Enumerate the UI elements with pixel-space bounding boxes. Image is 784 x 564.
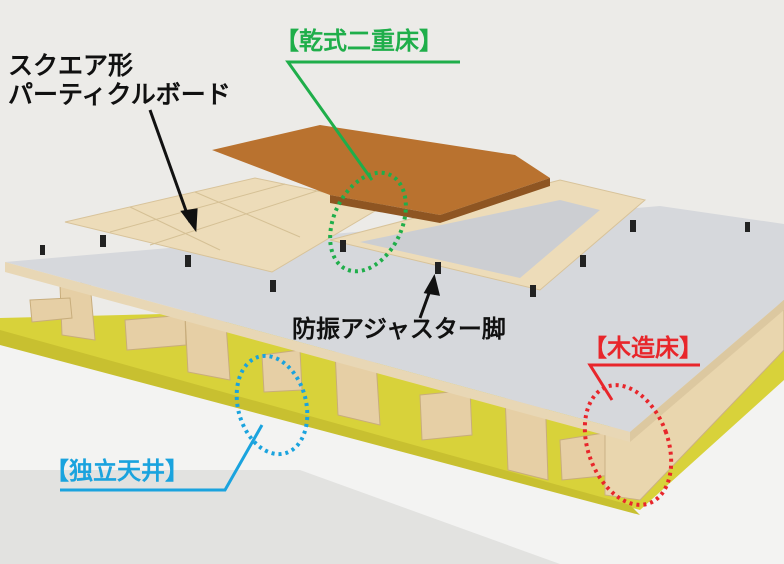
ceiling-shadow <box>0 470 560 564</box>
insulation-front <box>0 330 640 515</box>
dry-floor-highlight-circle <box>328 170 408 274</box>
particle-board-label-line1: スクエア形 <box>8 51 134 80</box>
particle-board-inner <box>360 200 600 278</box>
wood-flooring <box>212 125 550 215</box>
particle-board-label: スクエア形 パーティクルボード <box>8 51 231 110</box>
subfloor-top <box>5 206 784 432</box>
subfloor-edge-right <box>630 300 784 442</box>
wooden-floor-highlight-circle <box>582 383 674 507</box>
adjuster-legs-label: 防振アジャスター脚 <box>292 315 506 343</box>
independent-ceiling-label: 【独立天井】 <box>45 457 189 485</box>
board-seams <box>109 183 321 251</box>
ceiling-highlight-circle <box>234 353 310 457</box>
subfloor-edge <box>5 262 630 442</box>
wooden-floor-label: 【木造床】 <box>583 334 703 362</box>
particle-board-label-line2: パーティクルボード <box>8 79 231 109</box>
leader-lines <box>60 60 700 492</box>
dry-double-floor-label: 【乾式二重床】 <box>275 27 443 55</box>
adjuster-legs <box>40 220 750 297</box>
wood-flooring-edge <box>330 178 550 223</box>
